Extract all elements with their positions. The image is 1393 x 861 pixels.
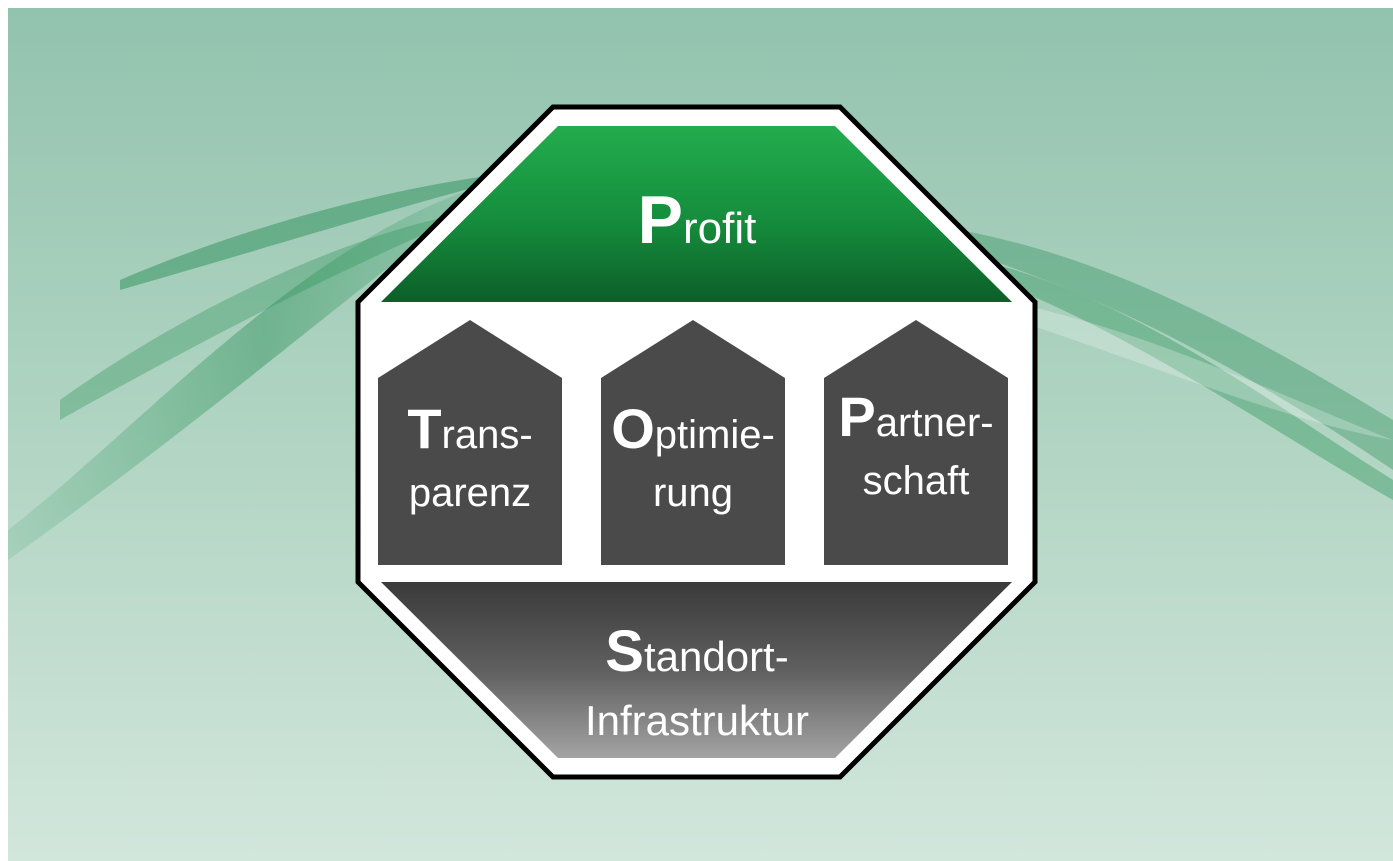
pillar-label-line2: parenz bbox=[409, 471, 531, 515]
pillar-shape bbox=[824, 320, 1008, 565]
pillar-label-line1: Trans- bbox=[407, 397, 532, 460]
pillar-initial: P bbox=[838, 385, 875, 448]
pillar-label-line1: Optimie- bbox=[611, 397, 775, 460]
foundation-standort bbox=[381, 582, 1012, 758]
pillar-initial: T bbox=[407, 397, 441, 460]
pillar-label-line1: Partner- bbox=[838, 385, 993, 448]
pillar-label-line2: rung bbox=[653, 471, 733, 515]
pillar-initial: O bbox=[611, 397, 655, 460]
pillar-optimierung: Optimie- rung bbox=[601, 320, 785, 565]
foundation-initial: S bbox=[605, 619, 644, 684]
roof-profit bbox=[381, 126, 1012, 302]
pillar-partnerschaft: Partner- schaft bbox=[824, 320, 1008, 565]
roof-label: Profit bbox=[638, 182, 757, 258]
pillar-shape bbox=[601, 320, 785, 565]
pillar-transparenz: Trans- parenz bbox=[378, 320, 562, 565]
roof-rest: rofit bbox=[683, 204, 756, 253]
foundation-label-line1: Standort- bbox=[605, 619, 788, 684]
background-swooshes bbox=[8, 170, 1393, 560]
pillar-shape bbox=[378, 320, 562, 565]
pillar-label-line2: schaft bbox=[863, 459, 970, 503]
roof-initial: P bbox=[638, 182, 683, 258]
foundation-label-line2: Infrastruktur bbox=[585, 697, 809, 744]
